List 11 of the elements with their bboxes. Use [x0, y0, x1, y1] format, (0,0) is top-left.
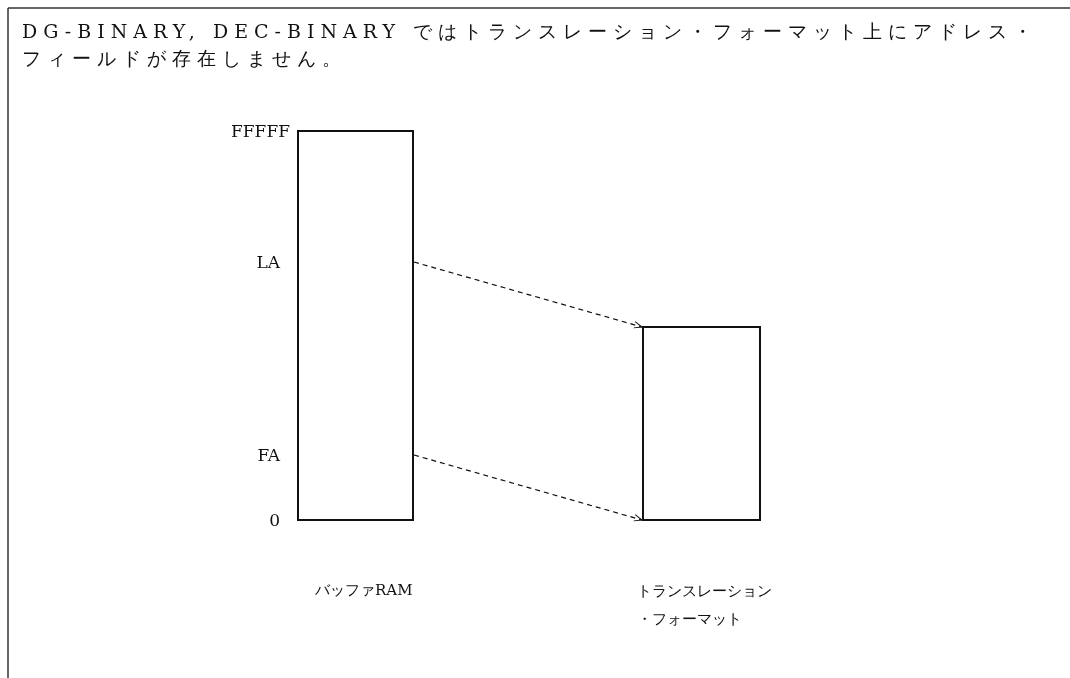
address-label: FA — [256, 445, 280, 465]
memory-box — [297, 130, 414, 521]
arrow — [413, 454, 643, 522]
arrow — [413, 261, 643, 329]
memory-box — [642, 326, 761, 521]
address-label: LA — [255, 252, 280, 272]
address-label: FFFFF — [230, 121, 290, 141]
caption: バッファRAM — [315, 580, 414, 600]
address-label: 0 — [268, 510, 280, 530]
title-text: DG-BINARY, DEC-BINARY ではトランスレーション・フォーマット上にアドレス・フィールドが存在しません。 — [22, 19, 1040, 71]
caption: トランスレーション・フォーマット — [637, 581, 773, 630]
